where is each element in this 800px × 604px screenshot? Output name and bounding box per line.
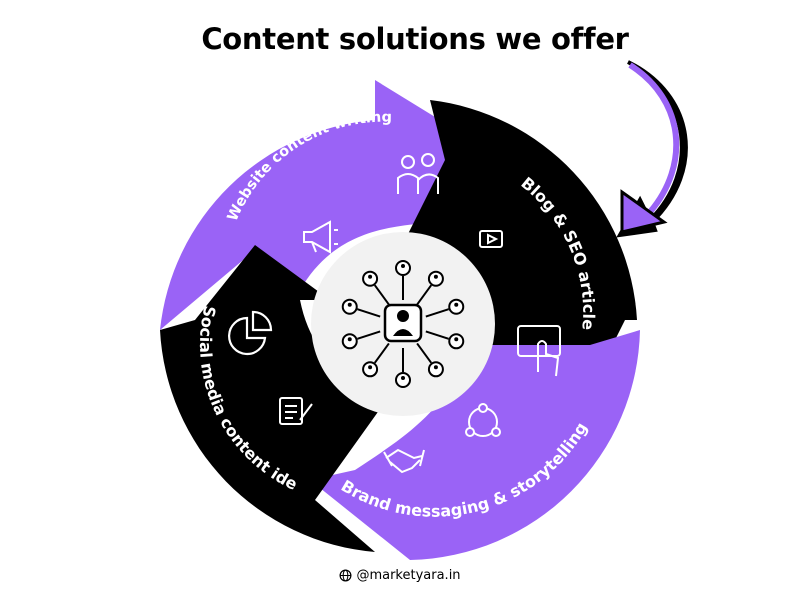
network-node-head xyxy=(368,274,373,279)
network-icon xyxy=(465,403,501,437)
network-spoke xyxy=(425,308,449,318)
people-icon xyxy=(397,153,439,194)
network-node-head xyxy=(347,337,352,342)
network-spoke xyxy=(373,342,390,364)
video-play-icon xyxy=(479,230,503,248)
network-spoke xyxy=(357,308,381,318)
user-network-icon xyxy=(341,260,465,388)
tablet-touch-icon xyxy=(517,325,561,377)
notepad-icon xyxy=(279,397,313,425)
network-spoke xyxy=(357,330,381,340)
network-node-head xyxy=(433,365,438,370)
network-node-head xyxy=(401,376,405,380)
network-node-head xyxy=(347,302,352,307)
network-node-head xyxy=(433,274,438,279)
page-title: Content solutions we offer xyxy=(201,22,629,56)
segment-website-shape xyxy=(160,80,505,330)
network-spoke xyxy=(425,330,449,340)
segment-brand-shape xyxy=(310,330,640,560)
network-node-head xyxy=(454,302,459,307)
network-spoke xyxy=(416,284,433,306)
handshake-icon xyxy=(383,448,425,474)
network-spoke xyxy=(416,342,433,364)
pointer-arrow xyxy=(616,60,688,238)
network-node-head xyxy=(401,264,405,268)
network-node-head xyxy=(368,365,373,370)
segment-social-shape xyxy=(160,245,390,552)
footer-handle-text: @marketyara.in xyxy=(356,568,461,583)
pie-chart-icon xyxy=(228,310,273,356)
globe-icon xyxy=(339,569,352,582)
footer-handle: @marketyara.in xyxy=(0,568,800,583)
network-node-head xyxy=(454,337,459,342)
network-spoke xyxy=(373,284,390,306)
megaphone-icon xyxy=(303,220,338,254)
